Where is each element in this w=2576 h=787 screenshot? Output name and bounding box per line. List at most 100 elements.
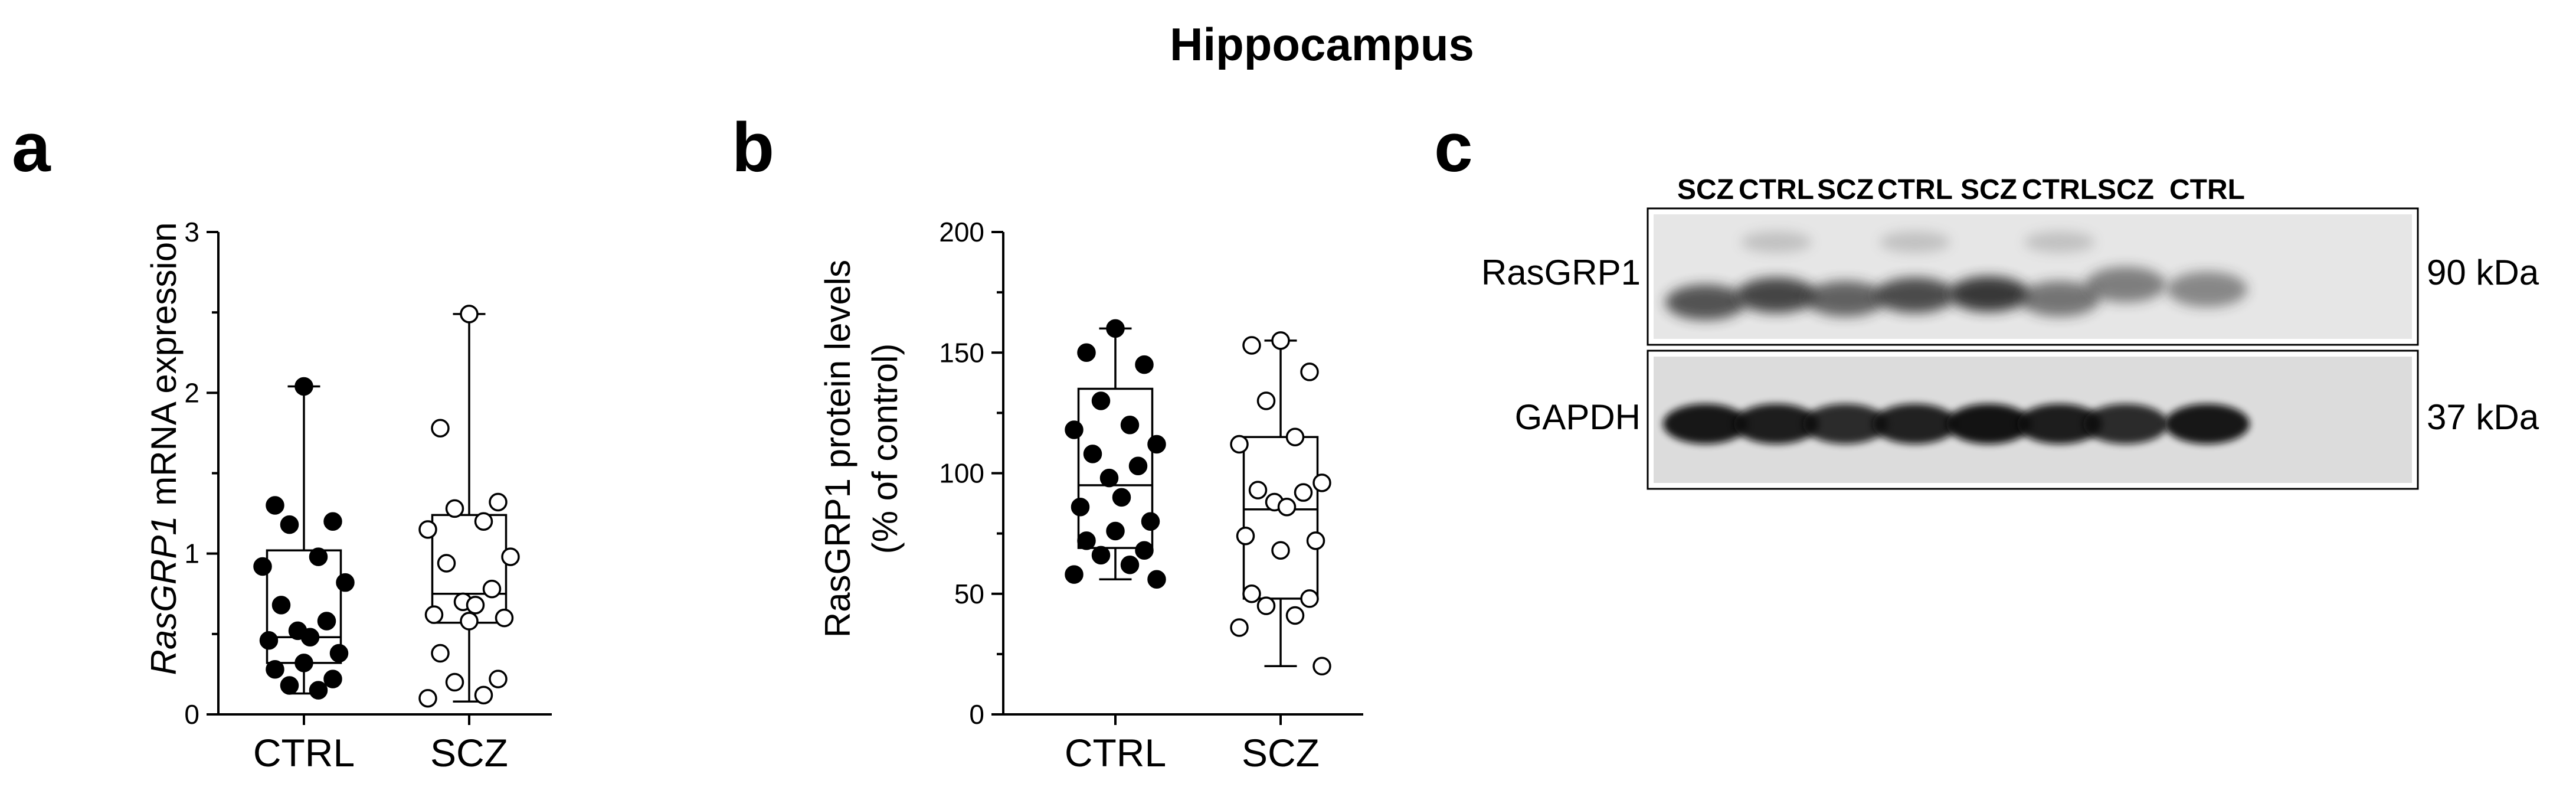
panel-a-data-point-ctrl — [253, 557, 272, 576]
blot-1-smear — [1880, 231, 1950, 253]
panel-b-y-tick-label: 50 — [954, 579, 984, 609]
blot-1-protein-label: RasGRP1 — [1481, 253, 1641, 292]
panel-a-data-point-ctrl — [309, 681, 328, 700]
panel-b-data-point-scz — [1256, 596, 1276, 615]
panel-b-data-point-ctrl — [1091, 391, 1111, 410]
panel-a-data-point-scz — [424, 605, 444, 624]
panel-b-data-point-ctrl — [1135, 541, 1154, 560]
panel-a-data-point-ctrl — [323, 670, 342, 688]
panel-b-data-point-scz — [1271, 541, 1290, 560]
panel-b-category-label-ctrl: CTRL — [1065, 731, 1166, 775]
panel-b-data-point-scz — [1300, 363, 1319, 381]
panel-b-data-point-scz — [1271, 331, 1290, 350]
blot-1-size-label: 90 kDa — [2427, 253, 2539, 292]
panel-a-data-point-scz — [418, 520, 437, 539]
lane-label-7: SCZ — [2097, 174, 2154, 205]
panel-b-data-point-ctrl — [1065, 565, 1084, 584]
blot-2-band-2 — [1734, 404, 1819, 444]
panel-b-y-tick-label: 150 — [939, 337, 984, 368]
blot-1-smear — [1741, 231, 1812, 253]
panel-a-data-point-ctrl — [329, 644, 349, 663]
panel-b-y-axis-title: RasGRP1 protein levels — [818, 260, 857, 638]
panel-b-category-label-scz: SCZ — [1242, 731, 1320, 775]
blot-1-bands — [1665, 231, 2247, 320]
panel-a-data-point-scz — [495, 608, 514, 628]
panel-b-data-point-scz — [1277, 497, 1297, 517]
blot-1-band-5 — [1949, 276, 2029, 312]
panel-a-y-axis-title-gene: RasGRP1 — [144, 515, 184, 675]
panel-a-data-point-scz — [431, 419, 450, 437]
panel-b-data-point-ctrl — [1141, 512, 1160, 531]
panel-b-data-point-ctrl — [1106, 521, 1125, 541]
panel-b-data-point-ctrl — [1112, 488, 1131, 507]
panel-a-data-point-ctrl — [294, 654, 313, 672]
lane-label-6: CTRL — [2022, 174, 2097, 205]
panel-b-data-point-scz — [1256, 391, 1276, 410]
panel-a-box-ctrl — [266, 385, 342, 695]
panel-b-data-point-ctrl — [1147, 435, 1166, 454]
blot-1-band-3 — [1805, 281, 1886, 316]
lane-label-1: SCZ — [1677, 174, 1734, 205]
blot-1-band-8 — [2167, 272, 2247, 307]
panel-a-data-point-scz — [466, 596, 485, 615]
panel-b: b RasGRP1 protein levels (% of control) … — [732, 109, 1363, 775]
panel-b-data-point-scz — [1306, 531, 1325, 550]
panel-a-category-label-scz: SCZ — [430, 731, 508, 775]
panel-b-data-point-ctrl — [1091, 546, 1111, 565]
panel-b-data-point-scz — [1230, 618, 1249, 637]
panel-b-data-point-ctrl — [1106, 319, 1125, 338]
panel-b-data-point-ctrl — [1147, 570, 1166, 589]
panel-a-data-point-scz — [445, 499, 464, 518]
panel-b-data-point-ctrl — [1120, 555, 1140, 574]
panel-b-data-point-scz — [1294, 483, 1313, 502]
panel-a-y-tick-label: 0 — [184, 699, 199, 730]
panel-a-data-point-ctrl — [336, 573, 355, 592]
panel-b-data-point-ctrl — [1120, 416, 1140, 435]
panel-b-data-point-ctrl — [1071, 497, 1090, 517]
blot-1-band-2 — [1736, 277, 1816, 313]
panel-a-category-label-ctrl: CTRL — [253, 731, 355, 775]
panel-a-data-point-ctrl — [300, 628, 320, 647]
panel-a-data-point-ctrl — [294, 377, 313, 396]
panel-a-data-point-scz — [482, 579, 502, 599]
panel-b-data-point-scz — [1236, 526, 1255, 546]
panel-b-data-point-scz — [1285, 606, 1305, 625]
panel-a-y-axis-title-rest: mRNA expression — [144, 223, 184, 516]
blot-1-band-1 — [1665, 285, 1746, 320]
panel-b-data-point-scz — [1242, 584, 1261, 603]
panel-b-data-point-scz — [1230, 435, 1249, 454]
lane-label-5: SCZ — [1960, 174, 2017, 205]
panel-a-data-point-scz — [431, 644, 450, 663]
panel-b-data-point-scz — [1285, 427, 1305, 446]
panel-b-data-point-scz — [1300, 589, 1319, 608]
panel-b-y-tick-label: 100 — [939, 458, 984, 489]
panel-a-data-point-scz — [445, 672, 464, 692]
panel-a-data-point-scz — [489, 670, 508, 688]
blot-2-band-1 — [1663, 404, 1748, 444]
panel-a-data-point-ctrl — [309, 547, 328, 566]
box-iqr — [1242, 436, 1319, 600]
panel-a-data-point-scz — [474, 512, 493, 531]
panel-a-data-point-ctrl — [317, 612, 336, 631]
panel-a-data-point-scz — [489, 492, 508, 512]
panel-b-data-point-ctrl — [1128, 456, 1148, 475]
panel-a-data-point-scz — [501, 547, 520, 566]
blot-2-size-label: 37 kDa — [2427, 397, 2539, 437]
panel-a-y-tick-label: 2 — [184, 377, 199, 408]
panel-c-letter: c — [1434, 109, 1473, 187]
blot-1-band-6 — [2019, 281, 2100, 316]
panel-b-data-point-ctrl — [1065, 420, 1084, 439]
panel-a-data-point-scz — [460, 305, 479, 324]
panel-b-data-point-ctrl — [1135, 355, 1154, 374]
panel-b-letter: b — [732, 109, 774, 187]
panel-a-data-point-ctrl — [280, 676, 299, 695]
panel-a-letter: a — [12, 109, 51, 187]
figure-title: Hippocampus — [1170, 18, 1474, 70]
panel-b-data-point-scz — [1312, 657, 1331, 676]
blot-2-band-8 — [2165, 404, 2250, 444]
box-iqr — [1077, 387, 1154, 549]
blot-2-band-5 — [1946, 404, 2031, 444]
panel-a-data-point-scz — [437, 554, 456, 573]
